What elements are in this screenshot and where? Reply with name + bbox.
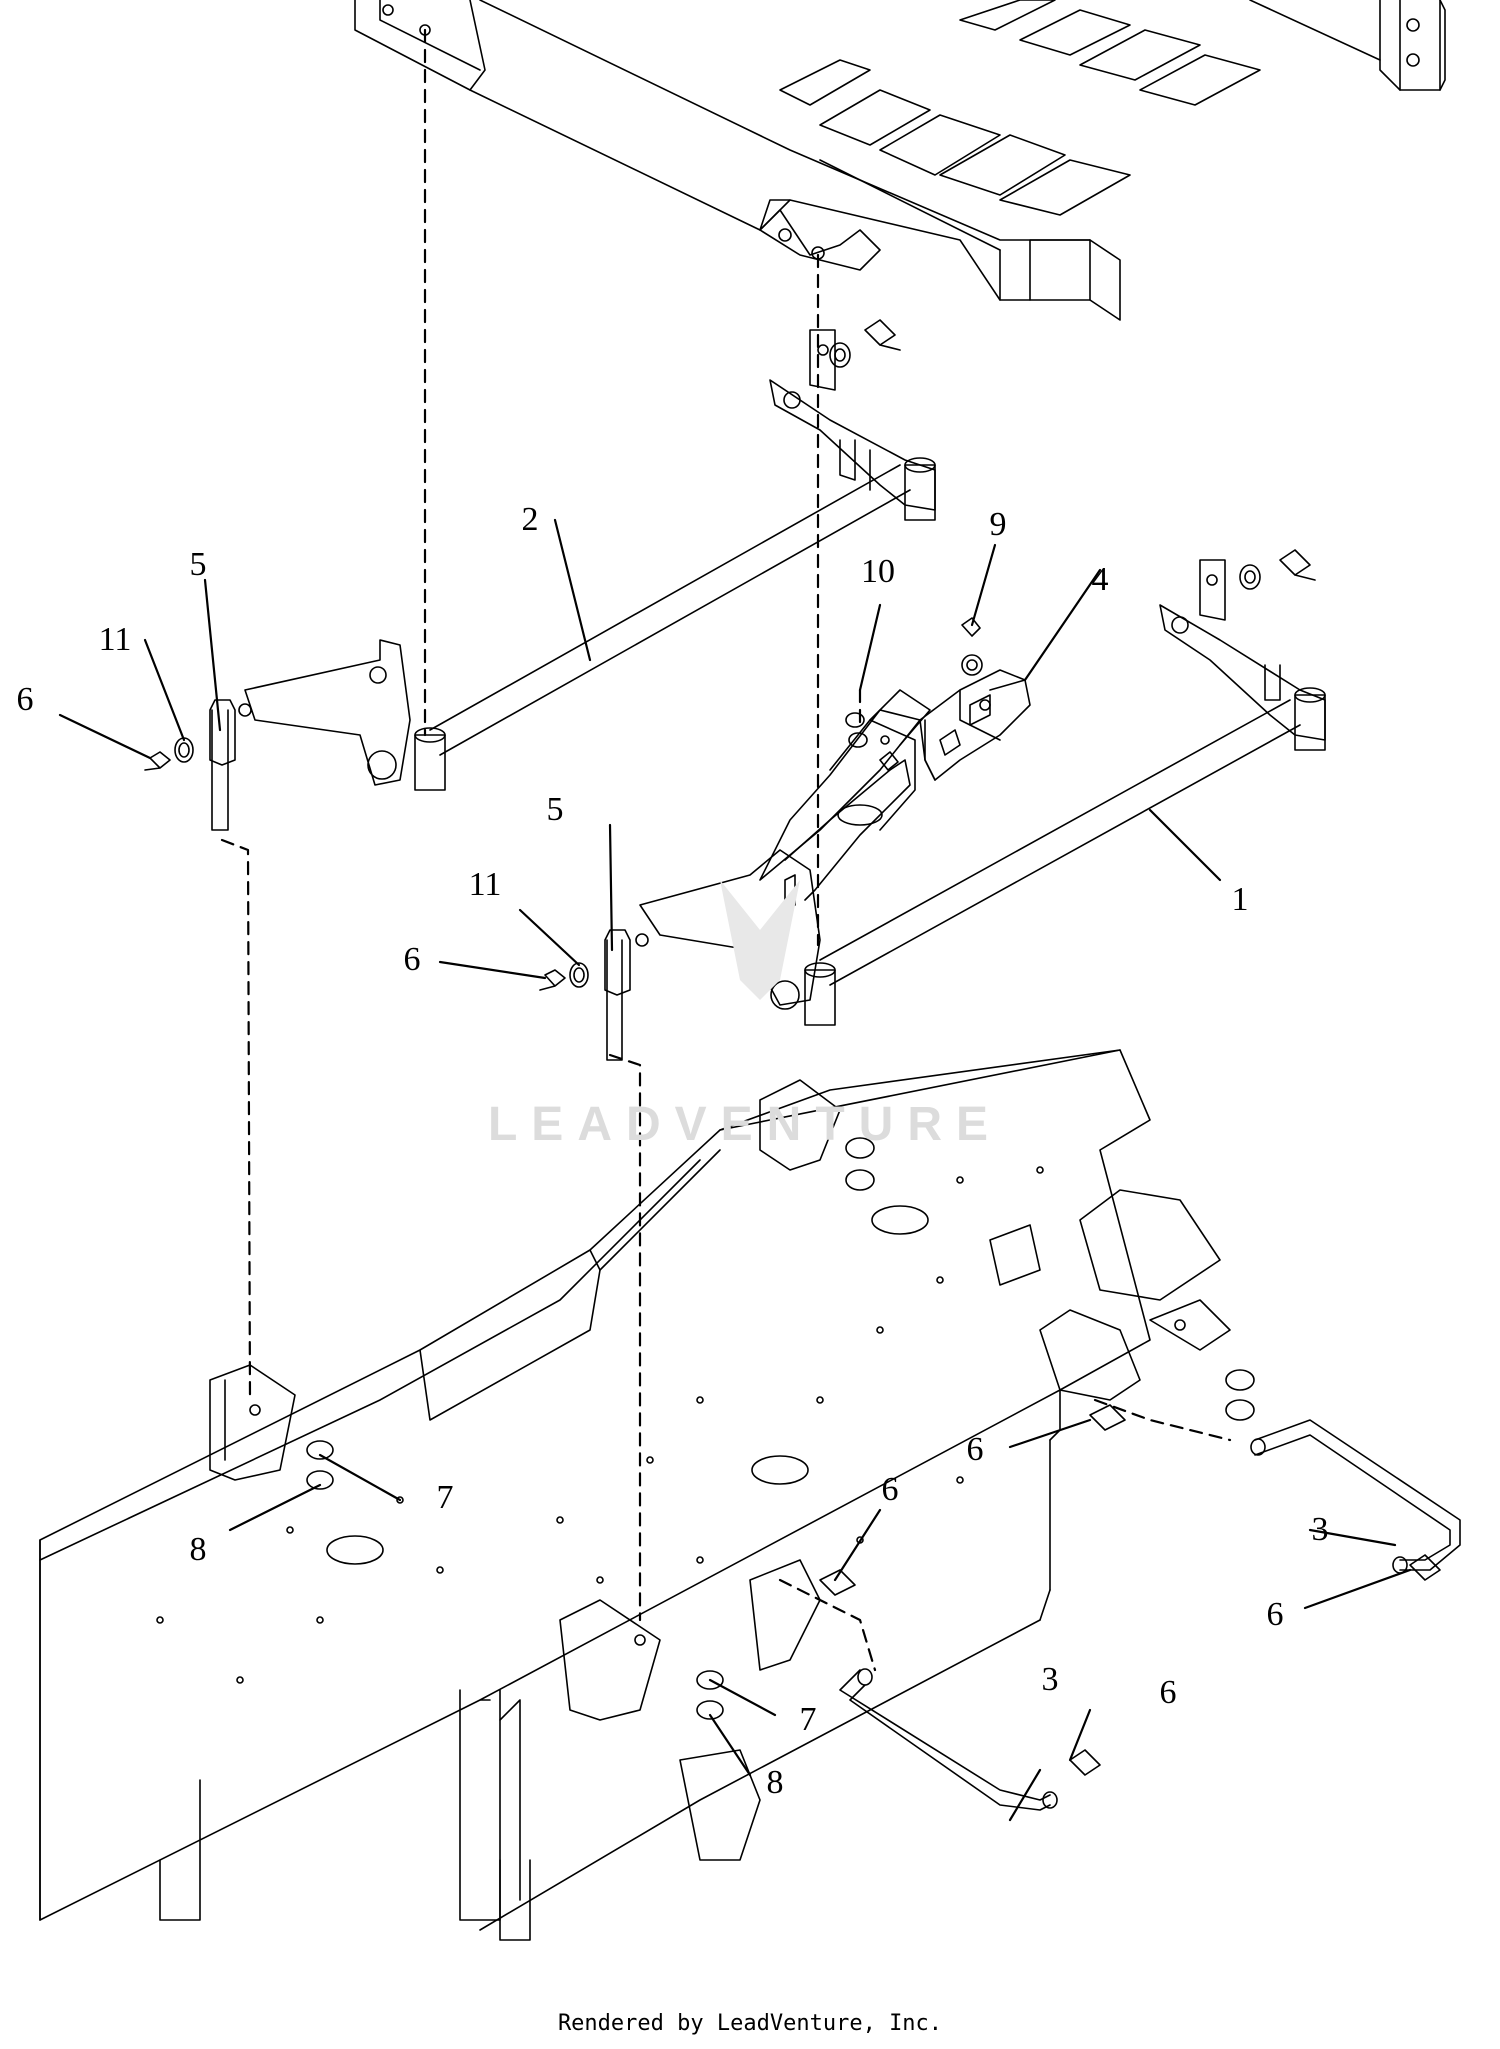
callout-7-center: 7 bbox=[800, 1701, 817, 1738]
callout-5-left: 5 bbox=[190, 546, 207, 583]
callout-6-deck-right: 6 bbox=[967, 1431, 984, 1468]
bail-rod-3-right bbox=[1250, 1419, 1461, 1574]
link-plate bbox=[759, 689, 931, 906]
mower-deck bbox=[39, 1049, 1441, 1941]
bracket-4 bbox=[919, 617, 1031, 781]
callout-3-bottom: 3 bbox=[1042, 1661, 1059, 1698]
upper-frame bbox=[354, 0, 1446, 321]
lift-bar-1 bbox=[639, 559, 1326, 1026]
callout-9: 9 bbox=[990, 506, 1007, 543]
lift-bar-2 bbox=[244, 329, 936, 791]
callout-8-center: 8 bbox=[767, 1764, 784, 1801]
callout-3-right: 3 bbox=[1312, 1511, 1329, 1548]
rod-5-left bbox=[144, 699, 252, 831]
callout-10: 10 bbox=[861, 553, 895, 590]
callout-6-bail-bottom: 6 bbox=[1160, 1674, 1177, 1711]
callout-7-left: 7 bbox=[437, 1479, 454, 1516]
rod-5-center bbox=[539, 929, 649, 1061]
watermark-logo bbox=[720, 880, 800, 1000]
callout-5-center: 5 bbox=[547, 791, 564, 828]
callout-6-left: 6 bbox=[17, 681, 34, 718]
callout-labels: 1 2 3 3 4 5 5 6 6 6 6 6 6 7 7 8 8 9 10 1… bbox=[17, 501, 1329, 1801]
callout-6-bail-right: 6 bbox=[1267, 1596, 1284, 1633]
callout-11-left: 11 bbox=[99, 621, 132, 658]
watermark: LEADVENTURE bbox=[488, 880, 1002, 1151]
callout-6-center: 6 bbox=[404, 941, 421, 978]
hardware-top-right bbox=[829, 319, 1316, 590]
callout-6-deck-center: 6 bbox=[882, 1471, 899, 1508]
leader-lines bbox=[58, 518, 1412, 1822]
watermark-text: LEADVENTURE bbox=[488, 1098, 1002, 1151]
alignment-lines bbox=[220, 28, 1232, 1672]
callout-4: 4 bbox=[1092, 561, 1109, 598]
footer-credit: Rendered by LeadVenture, Inc. bbox=[558, 2011, 942, 2036]
callout-8-left: 8 bbox=[190, 1531, 207, 1568]
callout-2: 2 bbox=[522, 501, 539, 538]
bail-rod-3-bottom bbox=[839, 1668, 1058, 1811]
callout-1: 1 bbox=[1232, 881, 1249, 918]
callout-11-center: 11 bbox=[469, 866, 502, 903]
